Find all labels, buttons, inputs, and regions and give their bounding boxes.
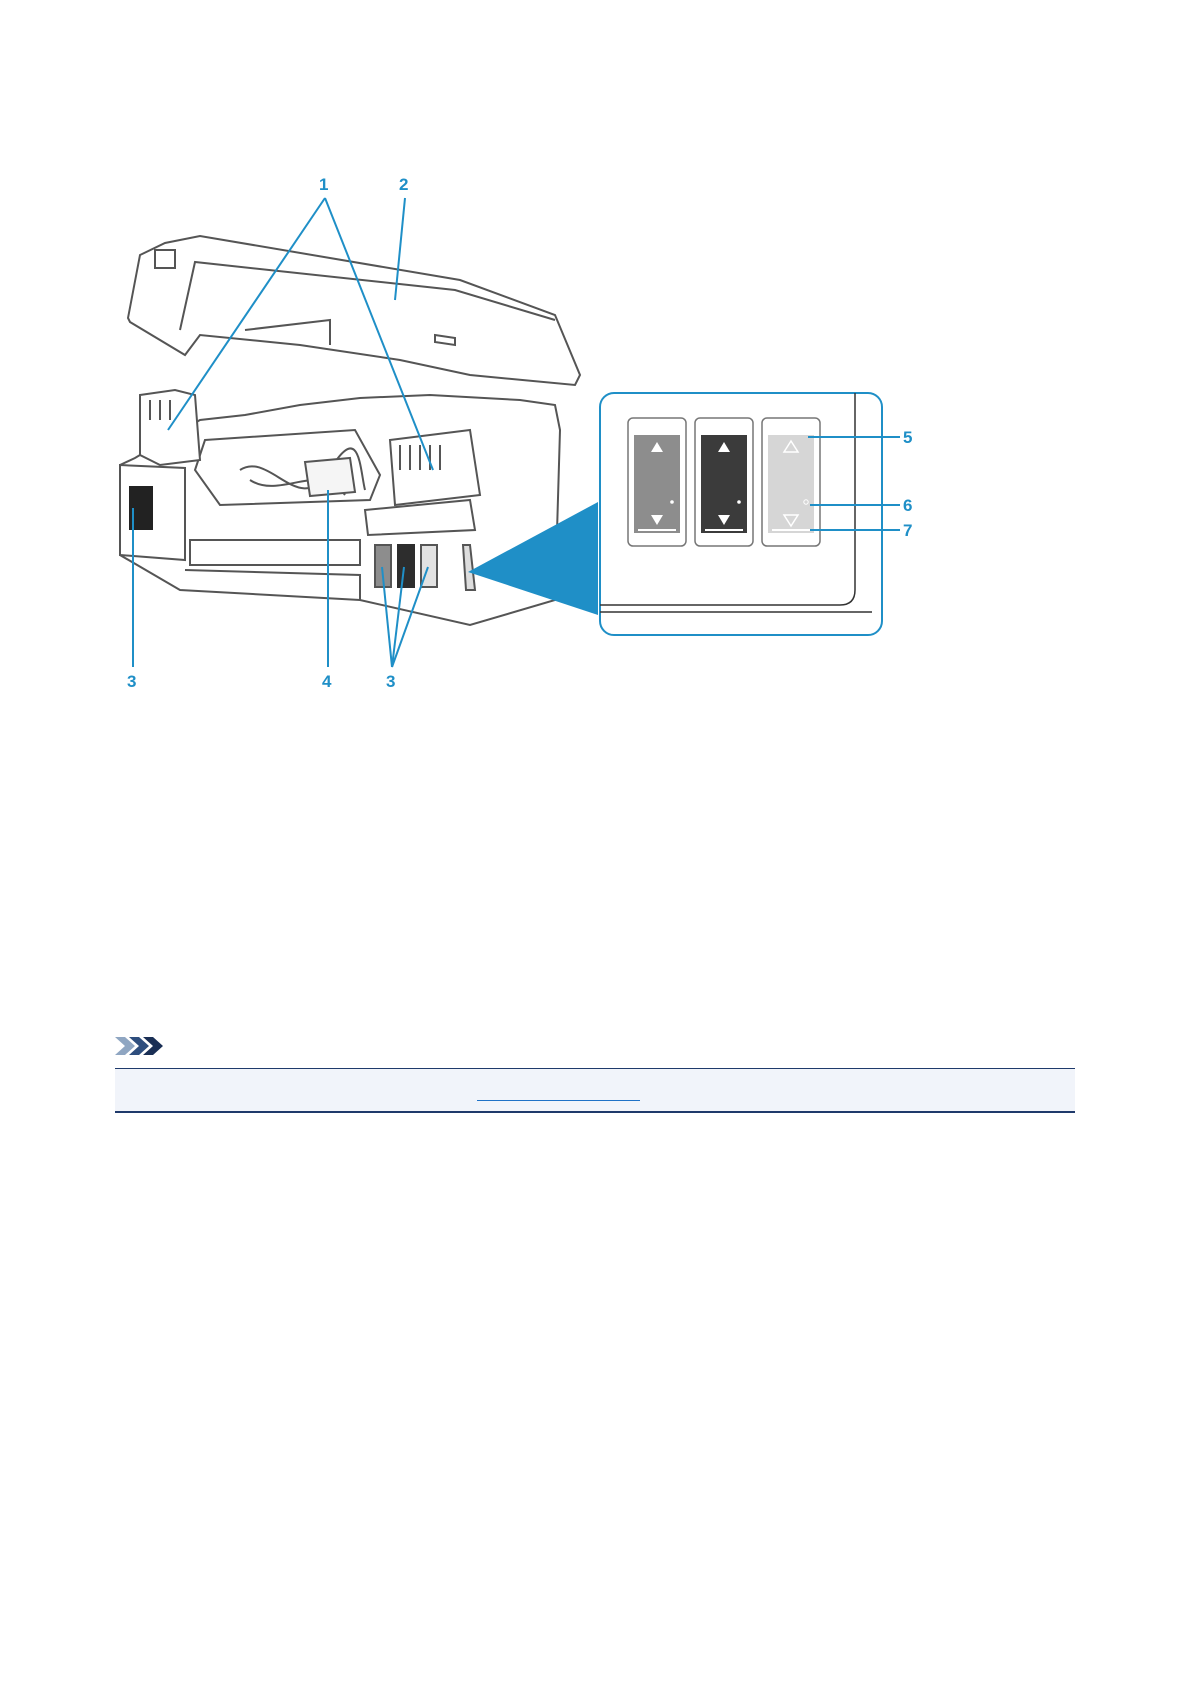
callout-6: 6 [903,496,912,515]
note-link[interactable] [477,1080,640,1101]
callout-5: 5 [903,428,912,447]
callout-7: 7 [903,521,912,540]
callout-3-right: 3 [386,672,395,691]
printer-parts-figure: 1 2 3 4 3 5 6 7 [0,0,1192,720]
note-chevrons-icon [115,1035,165,1057]
callout-3-left: 3 [127,672,136,691]
ink-tank-inset [600,393,882,635]
callout-4: 4 [322,672,332,691]
callout-1: 1 [319,175,328,194]
callout-2: 2 [399,175,408,194]
